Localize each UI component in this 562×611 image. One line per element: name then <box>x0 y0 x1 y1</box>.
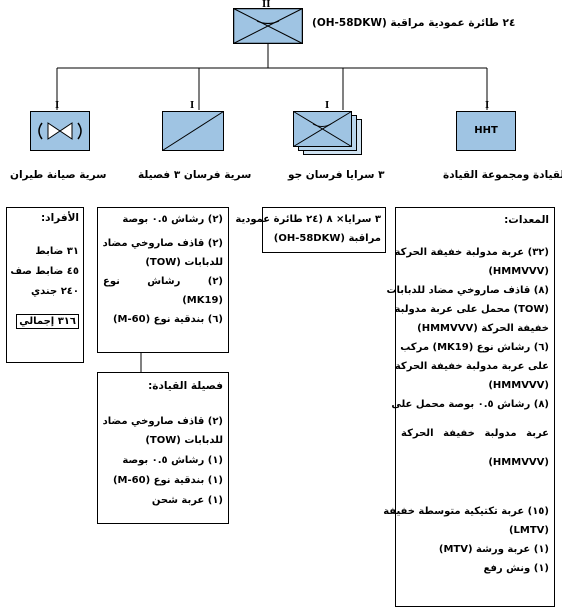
personnel-row: ٣١ ضابط <box>35 246 79 257</box>
platoon-row: (٦) بندقية نوع (M-60) <box>112 314 223 325</box>
platoon-row: (٢) رشاش نوع <box>103 276 223 287</box>
air-troops-symbol <box>293 111 362 155</box>
equipment-row: خفيفة الحركة (HMMVVV) <box>417 323 549 334</box>
air-row: ٣ سرايا× ٨ (٢٤ طائرة عمودية <box>235 214 381 225</box>
cavalry-symbol <box>162 111 224 151</box>
equipment-row: (٣٢) عربة مدولبة خفيفة الحركة <box>394 247 550 258</box>
equipment-row: (١) عربة ورشة (MTV) <box>438 544 549 555</box>
equipment-row: (١٥) عربة تكتيكية متوسطة خفيفة <box>383 506 549 517</box>
equipment-title: المعدات: <box>504 214 549 226</box>
platoon-row: (٢) رشاش ٠.٥ بوصة <box>122 214 223 225</box>
command-box: فصيلة القيادة: (٢) قاذف صاروخي مضاد للدب… <box>97 372 229 524</box>
equipment-row: (٨) رشاش ٠.٥ بوصة محمل على <box>391 399 549 410</box>
command-row: للدبابات (TOW) <box>145 435 223 446</box>
hht-label: القيادة ومجموعة القيادة <box>443 169 562 181</box>
personnel-title: الأفراد: <box>40 212 79 224</box>
equipment-row: (HMMVVV) <box>488 266 549 277</box>
air-row: مراقبة (OH-58DKW) <box>273 233 381 244</box>
hht-echelon: I <box>485 101 490 111</box>
top-unit-echelon: II <box>262 0 271 10</box>
platoon-row: للدبابات (TOW) <box>145 257 223 268</box>
equipment-box: المعدات: (٣٢) عربة مدولبة خفيفة الحركة (… <box>383 207 555 607</box>
air-box: ٣ سرايا× ٨ (٢٤ طائرة عمودية مراقبة (OH-5… <box>235 207 386 253</box>
air-troops-label: ٣ سرايا فرسان جو <box>288 169 385 181</box>
equipment-row: عربة مدولبة خفيفة الحركة <box>401 428 549 439</box>
command-row: (١) رشاش ٠.٥ بوصة <box>122 455 223 466</box>
top-unit-symbol <box>233 8 303 44</box>
command-row: (٢) قاذف صاروخي مضاد <box>102 416 223 427</box>
equipment-row: (٦) رشاش نوع (MK19) مركب <box>400 342 549 353</box>
cavalry-label: سرية فرسان ٣ فصيلة <box>138 169 252 181</box>
personnel-row: ٤٥ ضابط صف <box>10 266 79 277</box>
equipment-row: (HMMVVV) <box>488 457 549 468</box>
command-row: (١) عربة شحن <box>151 495 223 506</box>
equipment-row: على عربة مدولبة خفيفة الحركة <box>394 361 549 372</box>
equipment-row: (HMMVVV) <box>488 380 549 391</box>
equipment-row: (٨) قاذف صاروخي مضاد للدبابات <box>386 285 549 296</box>
air-troops-echelon: I <box>325 101 330 111</box>
platoon-box: (٢) رشاش ٠.٥ بوصة (٢) قاذف صاروخي مضاد ل… <box>97 207 229 353</box>
platoon-row: (MK19) <box>182 295 223 306</box>
maint-label: سرية صيانة طيران <box>10 169 107 181</box>
equipment-row: (TOW) محمل على عربة مدولبة <box>394 304 549 315</box>
equipment-row: (١) ونش رفع <box>483 563 549 574</box>
equipment-row: (LMTV) <box>508 525 549 536</box>
personnel-row: ٢٤٠ جندي <box>30 286 79 297</box>
personnel-box: الأفراد: ٣١ ضابط ٤٥ ضابط صف ٢٤٠ جندي ٣١٦… <box>6 207 84 363</box>
maint-echelon: I <box>55 101 60 111</box>
command-title: فصيلة القيادة: <box>148 380 223 392</box>
platoon-row: (٢) قاذف صاروخي مضاد <box>102 238 223 249</box>
top-unit-label: ٢٤ طائرة عمودية مراقبة (OH-58DKW) <box>312 17 516 29</box>
command-row: (١) بندقية نوع (M-60) <box>112 475 223 486</box>
maint-symbol <box>30 111 90 151</box>
cavalry-echelon: I <box>190 101 195 111</box>
hht-symbol-text: HHT <box>474 125 498 136</box>
personnel-total: ٣١٦ إجمالي <box>16 314 79 329</box>
hht-symbol <box>456 111 516 151</box>
